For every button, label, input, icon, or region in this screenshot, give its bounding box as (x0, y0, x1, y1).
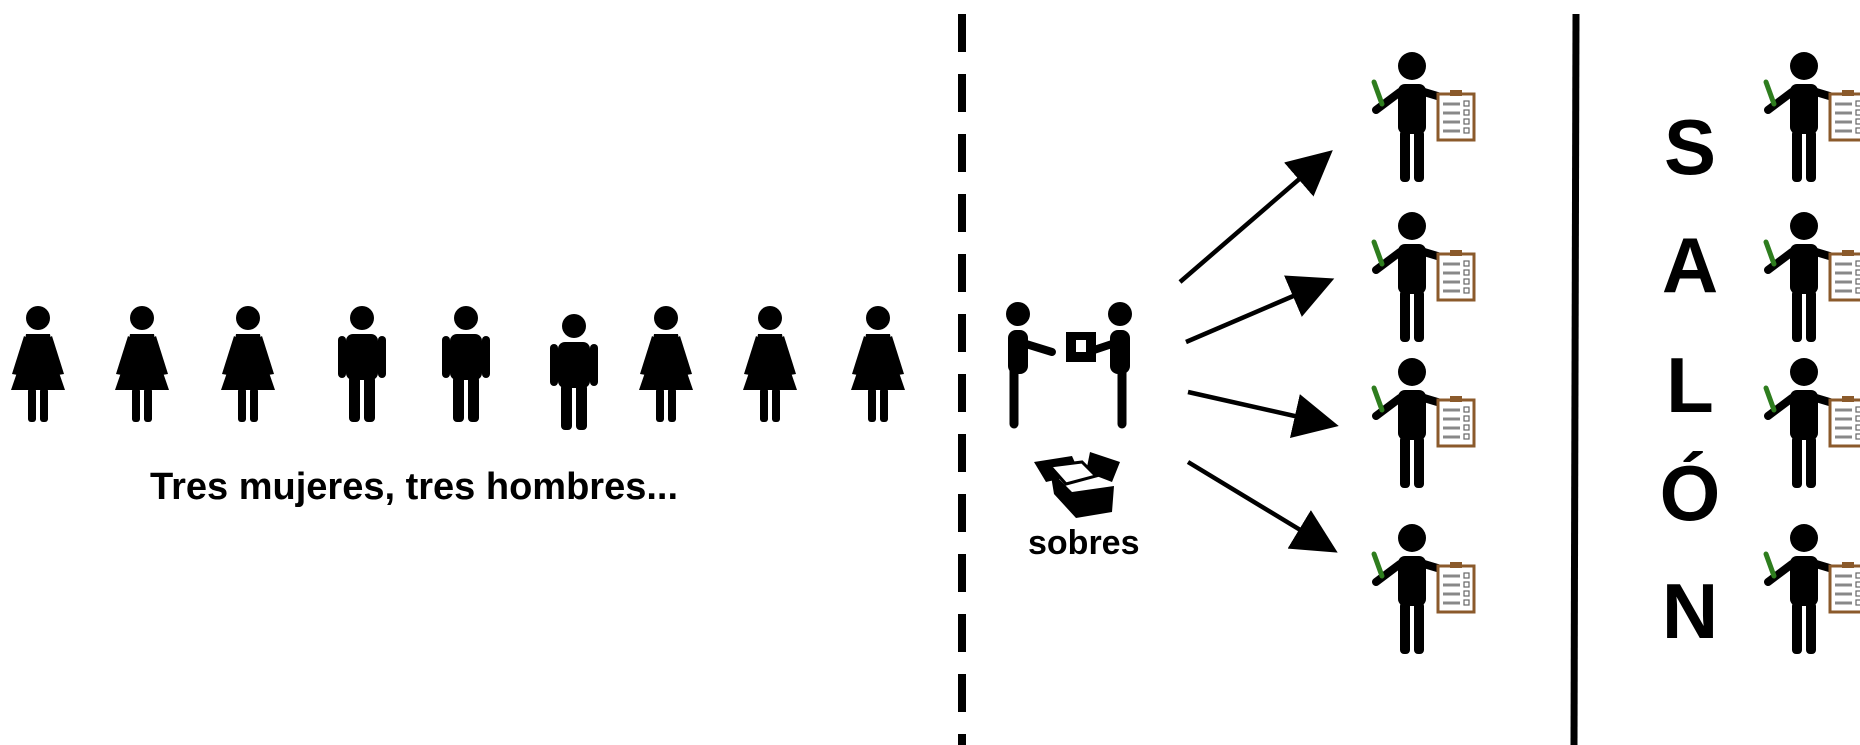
woman-icon (115, 306, 169, 422)
interviewer-icon (1371, 524, 1476, 654)
arrows (1178, 150, 1339, 553)
arrow (1186, 460, 1338, 553)
interviewer-icon (1371, 358, 1476, 488)
salon-letter-l: L (1666, 341, 1714, 429)
salon-divider (1570, 13, 1580, 745)
man-icon (338, 306, 386, 422)
salon-letter-a: A (1661, 221, 1719, 309)
woman-icon (11, 306, 65, 422)
interviewer-icon (1763, 52, 1860, 182)
salon-letter-o: Ó (1659, 449, 1721, 537)
interviewer-icon (1371, 52, 1476, 182)
queue-label: Tres mujeres, tres hombres... (150, 466, 679, 508)
salon-letter-n: N (1661, 567, 1719, 655)
open-box-icon (1034, 452, 1120, 518)
woman-icon (639, 306, 693, 422)
arrow (1178, 150, 1333, 284)
arrow (1187, 389, 1339, 439)
man-icon (550, 314, 598, 430)
handover-icon (1006, 302, 1132, 429)
queue-of-people (11, 306, 905, 430)
woman-icon (851, 306, 905, 422)
interviewers (1371, 52, 1476, 654)
interviewer-icon (1371, 212, 1476, 342)
interviewer-icon (1763, 524, 1860, 654)
salon-letter-s: S (1663, 103, 1717, 191)
woman-icon (221, 306, 275, 422)
sobres-label: sobres (1028, 524, 1140, 562)
interviewer-icon (1763, 358, 1860, 488)
interviewer-icon (1763, 212, 1860, 342)
woman-icon (743, 306, 797, 422)
arrow (1185, 275, 1335, 345)
salon-interviewers (1763, 52, 1860, 654)
man-icon (442, 306, 490, 422)
